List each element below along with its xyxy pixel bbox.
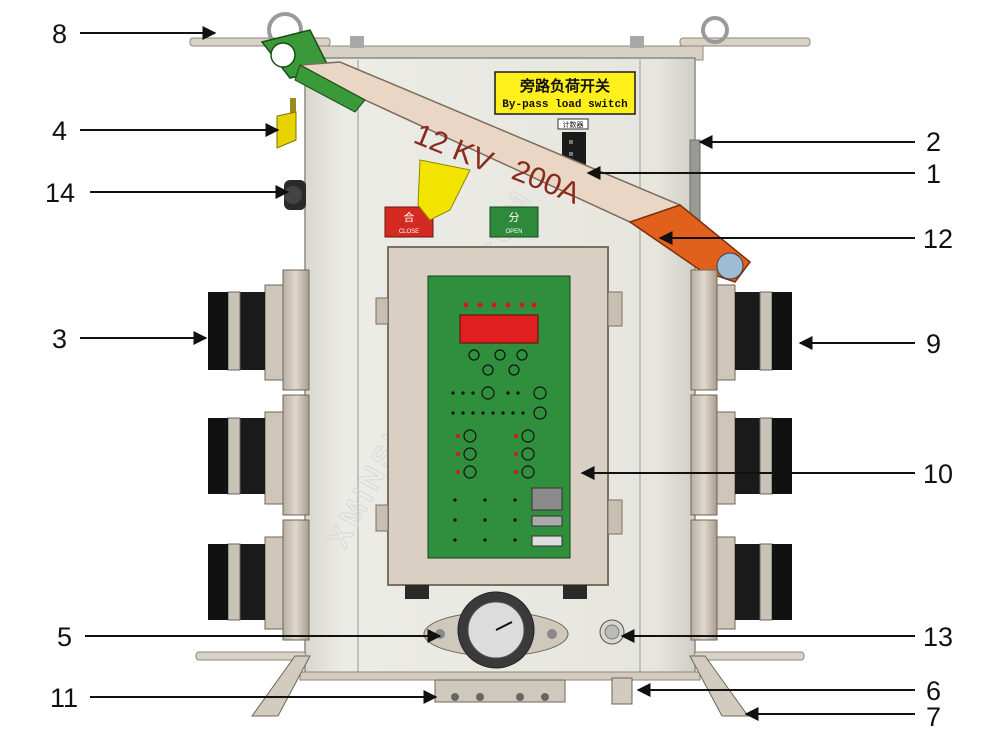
callout-number-1: 1 bbox=[926, 159, 941, 189]
top-lifting-rail bbox=[189, 12, 811, 61]
open-button-chinese: 分 bbox=[509, 211, 520, 224]
callout-number-9: 9 bbox=[926, 329, 941, 359]
nameplate: 旁路负荷开关 By-pass load switch bbox=[494, 71, 636, 115]
right-connector-middle bbox=[690, 394, 792, 516]
callout-number-2: 2 bbox=[926, 127, 941, 157]
round-plug bbox=[599, 619, 625, 645]
callout-number-8: 8 bbox=[52, 19, 67, 49]
operating-handle[interactable]: 12 KV 200A bbox=[260, 29, 752, 283]
right-connector-top bbox=[690, 269, 792, 391]
left-cable-connectors bbox=[208, 269, 310, 641]
left-connector-bottom bbox=[208, 519, 310, 641]
bottom-cable-plate bbox=[434, 679, 566, 703]
mounting-feet bbox=[195, 651, 805, 717]
callout-number-10: 10 bbox=[923, 459, 953, 489]
callout-number-11: 11 bbox=[50, 683, 78, 713]
grounding-terminal bbox=[611, 677, 633, 705]
callout-number-13: 13 bbox=[923, 622, 953, 652]
close-button-chinese: 合 bbox=[404, 210, 415, 224]
nameplate-english: By-pass load switch bbox=[502, 99, 627, 111]
position-indicator-flag bbox=[417, 159, 471, 221]
pressure-gauge bbox=[423, 591, 569, 669]
left-round-port bbox=[284, 180, 306, 210]
callout-numbers: 1 2 3 4 5 6 7 8 9 10 11 12 13 14 bbox=[45, 19, 953, 732]
digital-display bbox=[459, 314, 539, 344]
open-button-english: OPEN bbox=[505, 229, 522, 235]
nameplate-chinese: 旁路负荷开关 bbox=[519, 77, 610, 95]
callout-number-6: 6 bbox=[926, 676, 941, 706]
open-button[interactable]: 分 OPEN bbox=[489, 206, 539, 238]
left-connector-middle bbox=[208, 394, 310, 516]
control-panel bbox=[375, 246, 623, 599]
right-connector-bottom bbox=[690, 519, 792, 641]
callout-number-12: 12 bbox=[923, 224, 953, 254]
callout-number-14: 14 bbox=[45, 178, 75, 208]
close-button-english: CLOSE bbox=[399, 229, 419, 235]
callout-number-3: 3 bbox=[52, 324, 67, 354]
left-connector-top bbox=[208, 269, 310, 391]
callout-number-4: 4 bbox=[52, 116, 67, 146]
callout-number-5: 5 bbox=[57, 622, 72, 652]
counter-label: 计数器 bbox=[563, 120, 584, 129]
lock-tag bbox=[276, 98, 297, 149]
callouts bbox=[80, 26, 915, 721]
callout-number-7: 7 bbox=[926, 702, 941, 732]
right-cable-connectors bbox=[690, 269, 792, 641]
